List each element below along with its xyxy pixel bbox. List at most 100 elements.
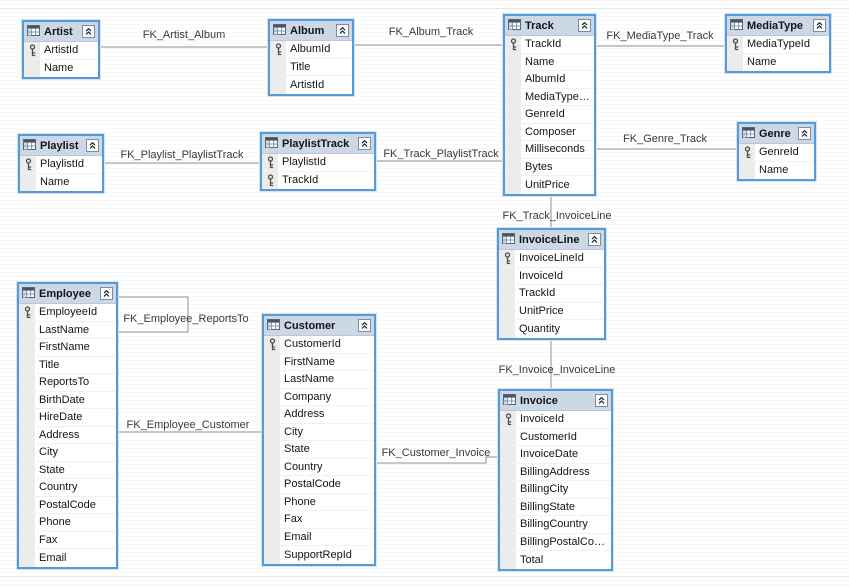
table-header[interactable]: MediaType <box>727 16 829 36</box>
table-header[interactable]: Customer <box>264 316 374 336</box>
collapse-chevron-up-icon[interactable] <box>358 137 371 150</box>
column-row[interactable]: State <box>19 461 116 479</box>
column-row[interactable]: LastName <box>264 371 374 389</box>
collapse-chevron-up-icon[interactable] <box>578 19 591 32</box>
column-row[interactable]: Name <box>739 161 814 179</box>
column-row[interactable]: Name <box>505 53 594 71</box>
column-row[interactable]: BirthDate <box>19 391 116 409</box>
table-header[interactable]: PlaylistTrack <box>262 134 374 154</box>
collapse-chevron-up-icon[interactable] <box>82 25 95 38</box>
column-row[interactable]: Milliseconds <box>505 141 594 159</box>
column-row[interactable]: MediaType… <box>505 88 594 106</box>
collapse-chevron-up-icon[interactable] <box>813 19 826 32</box>
column-row[interactable]: BillingState <box>500 498 611 516</box>
column-row[interactable]: Address <box>264 406 374 424</box>
collapse-chevron-up-icon[interactable] <box>595 394 608 407</box>
column-row[interactable]: Composer <box>505 123 594 141</box>
column-row[interactable]: UnitPrice <box>499 302 604 320</box>
collapse-chevron-up-icon[interactable] <box>798 127 811 140</box>
column-row[interactable]: InvoiceLineId <box>499 250 604 268</box>
relation-line-FK_Customer_Invoice[interactable] <box>376 456 498 464</box>
column-row[interactable]: Email <box>264 528 374 546</box>
table-header[interactable]: InvoiceLine <box>499 230 604 250</box>
column-row[interactable]: Fax <box>264 511 374 529</box>
table-header[interactable]: Playlist <box>20 136 102 156</box>
column-row[interactable]: CustomerId <box>500 428 611 446</box>
column-row[interactable]: Bytes <box>505 158 594 176</box>
column-row[interactable]: InvoiceId <box>500 411 611 429</box>
collapse-chevron-up-icon[interactable] <box>358 319 371 332</box>
table-header[interactable]: Employee <box>19 284 116 304</box>
column-row[interactable]: ArtistId <box>24 42 98 60</box>
column-row[interactable]: ReportsTo <box>19 374 116 392</box>
table-header[interactable]: Track <box>505 16 594 36</box>
column-row[interactable]: Name <box>24 59 98 77</box>
column-row[interactable]: PostalCode <box>264 476 374 494</box>
column-row[interactable]: InvoiceId <box>499 267 604 285</box>
column-row[interactable]: EmployeeId <box>19 304 116 322</box>
table-header[interactable]: Artist <box>24 22 98 42</box>
column-row[interactable]: City <box>19 444 116 462</box>
column-row[interactable]: FirstName <box>19 339 116 357</box>
collapse-chevron-up-icon[interactable] <box>336 24 349 37</box>
column-row[interactable]: Fax <box>19 531 116 549</box>
column-row[interactable]: Country <box>19 479 116 497</box>
collapse-chevron-up-icon[interactable] <box>86 139 99 152</box>
column-row[interactable]: UnitPrice <box>505 176 594 194</box>
column-row[interactable]: InvoiceDate <box>500 446 611 464</box>
column-row[interactable]: TrackId <box>505 36 594 54</box>
column-row[interactable]: FirstName <box>264 353 374 371</box>
column-row[interactable]: GenreId <box>739 144 814 162</box>
column-row[interactable]: City <box>264 423 374 441</box>
column-row[interactable]: BillingCity <box>500 481 611 499</box>
column-row[interactable]: Address <box>19 426 116 444</box>
column-row[interactable]: SupportRepId <box>264 546 374 564</box>
column-row[interactable]: AlbumId <box>505 71 594 89</box>
table-header[interactable]: Album <box>270 21 352 41</box>
table-header[interactable]: Genre <box>739 124 814 144</box>
column-row[interactable]: Title <box>270 58 352 76</box>
column-row[interactable]: Title <box>19 356 116 374</box>
column-row[interactable]: PostalCode <box>19 496 116 514</box>
column-row[interactable]: Total <box>500 551 611 569</box>
column-row[interactable]: MediaTypeId <box>727 36 829 54</box>
column-row[interactable]: TrackId <box>262 171 374 189</box>
column-row[interactable]: Phone <box>264 493 374 511</box>
collapse-chevron-up-icon[interactable] <box>100 287 113 300</box>
table-header[interactable]: Invoice <box>500 391 611 411</box>
column-row[interactable]: Name <box>727 53 829 71</box>
collapse-chevron-up-icon[interactable] <box>588 233 601 246</box>
column-row[interactable]: BillingAddress <box>500 463 611 481</box>
column-row[interactable]: CustomerId <box>264 336 374 354</box>
column-row[interactable]: Quantity <box>499 320 604 338</box>
column-row[interactable]: LastName <box>19 321 116 339</box>
column-row[interactable]: Country <box>264 458 374 476</box>
column-row[interactable]: Name <box>20 173 102 191</box>
column-row[interactable]: PlaylistId <box>262 154 374 172</box>
column-row[interactable]: GenreId <box>505 106 594 124</box>
column-row[interactable]: TrackId <box>499 285 604 303</box>
column-row[interactable]: HireDate <box>19 409 116 427</box>
column-row[interactable]: State <box>264 441 374 459</box>
column-row[interactable]: Phone <box>19 514 116 532</box>
column-row[interactable]: Email <box>19 549 116 567</box>
column-row[interactable]: PlaylistId <box>20 156 102 174</box>
column-row[interactable]: BillingCountry <box>500 516 611 534</box>
column-row[interactable]: BillingPostalCo… <box>500 533 611 551</box>
column-row[interactable]: ArtistId <box>270 76 352 94</box>
relation-line-FK_Employee_ReportsTo[interactable] <box>118 296 189 333</box>
column-row[interactable]: AlbumId <box>270 41 352 59</box>
column-row[interactable]: Company <box>264 388 374 406</box>
